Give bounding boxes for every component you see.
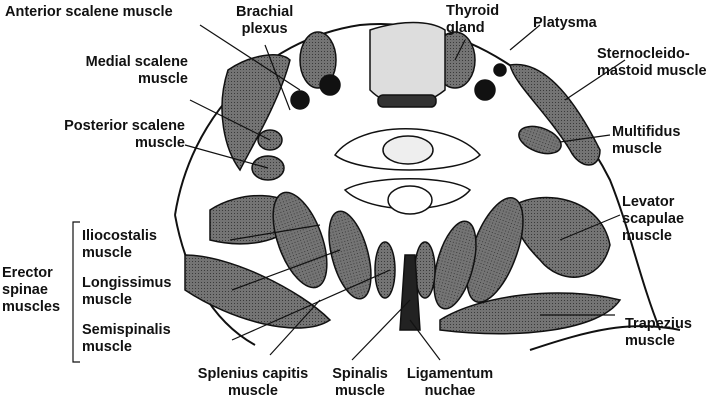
label-platysma: Platysma [533,15,597,31]
trachea [369,21,446,106]
label-anterior-scalene: Anterior scalene muscle [5,4,173,20]
spinal-cord [387,185,433,215]
levator-scapulae-right [513,196,611,278]
sternocleidomastoid-left [221,54,291,172]
multifidus [518,125,562,155]
thyroid-left [299,31,337,89]
splenius-left [272,191,328,289]
spinalis-left [374,241,396,299]
label-sternocleidomastoid: Sternocleido-mastoid muscle [597,46,707,79]
semispinalis-right [433,220,477,310]
trapezius-right [439,292,622,335]
trapezius-left [184,254,332,329]
semispinalis-left [328,210,372,300]
ligamentum-nuchae [399,254,421,331]
